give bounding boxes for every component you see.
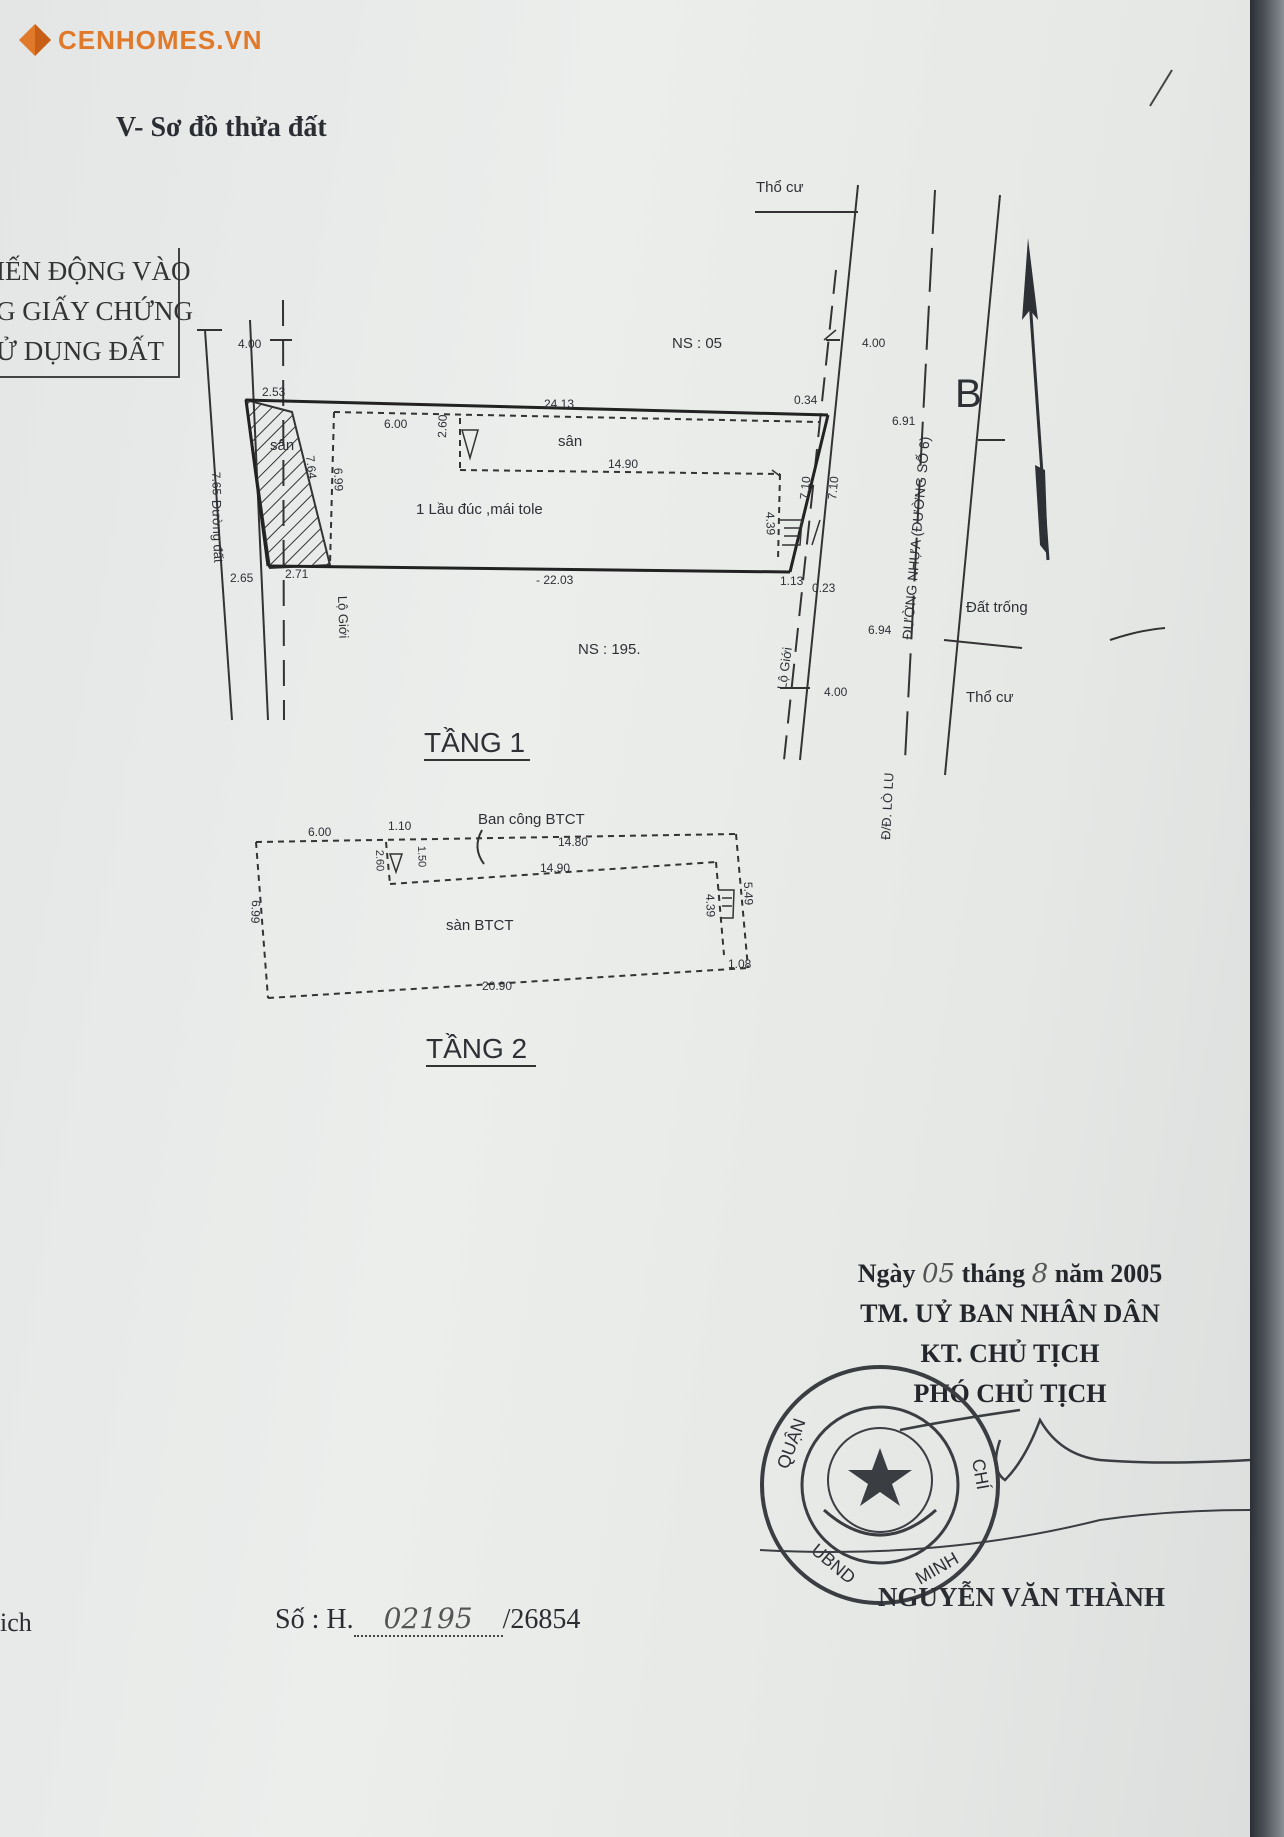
brand-logo-text: CENHOMES.VN bbox=[58, 24, 263, 55]
plot-diagram: B NS : 05 NS : 195. Thổ cư Thổ cư Đất tr… bbox=[197, 69, 1173, 1067]
section-title: V- Sơ đồ thửa đất bbox=[116, 112, 327, 143]
dim-0-23: 0.23 bbox=[812, 581, 836, 595]
floor1-san-top-label: sân bbox=[558, 433, 582, 450]
document-page bbox=[0, 0, 1250, 1837]
floor2-san-label: sàn BTCT bbox=[446, 917, 514, 934]
dim-6-91: 6.91 bbox=[892, 414, 916, 428]
dim-6-94: 6.94 bbox=[868, 623, 892, 637]
dim-4-39: 4.39 bbox=[763, 512, 778, 536]
signature-tail-stroke bbox=[759, 1509, 1250, 1553]
thang-value: 8 bbox=[1031, 1259, 1049, 1289]
notice-line-3: Ử DỤNG ĐẤT bbox=[0, 336, 164, 366]
floor2-outline bbox=[255, 833, 749, 999]
floor1-description: 1 Lầu đúc ,mái tole bbox=[416, 501, 543, 518]
signature-block: Ngày 05 tháng 8 năm 2005 TM. UỶ BAN NHÂN… bbox=[820, 1254, 1200, 1414]
f2-dim-1-10: 1.10 bbox=[388, 819, 412, 833]
lo-gioi-right-label: Lộ Giới bbox=[774, 646, 795, 690]
pen-mark bbox=[1149, 69, 1173, 107]
north-label: B bbox=[955, 372, 982, 416]
duong-dat-label: Đường đất bbox=[209, 500, 226, 564]
floor1-stair-symbols bbox=[461, 429, 803, 546]
notice-box: IẾN ĐỘNG VÀO G GIẤY CHỨNG Ử DỤNG ĐẤT bbox=[0, 248, 193, 378]
official-seal: QUẬN CHÍ MINH UBND bbox=[759, 1365, 1250, 1605]
dim-7-64: 7.64 bbox=[303, 455, 319, 480]
dim-0-34: 0.34 bbox=[794, 393, 818, 407]
tho-cu-top-label: Thổ cư bbox=[756, 179, 804, 196]
dim-4-00-left: 4.00 bbox=[238, 337, 262, 351]
ns-bottom-label: NS : 195. bbox=[578, 641, 641, 658]
ngay-label: Ngày bbox=[857, 1259, 916, 1288]
dim-2-71: 2.71 bbox=[285, 567, 309, 581]
dim-2-53: 2.53 bbox=[262, 385, 286, 399]
tho-cu-bottom-label: Thổ cư bbox=[966, 689, 1014, 706]
lo-gioi-left-label: Lộ Giới bbox=[335, 596, 351, 639]
f2-dim-1-50: 1.50 bbox=[415, 846, 428, 868]
kt-chu-tich-line: KT. CHỦ TỊCH bbox=[920, 1339, 1100, 1368]
handwritten-signature bbox=[899, 1408, 1250, 1482]
f2-dim-2-60: 2.60 bbox=[373, 850, 386, 872]
f2-dim-6-99: 6.99 bbox=[248, 900, 263, 924]
dim-4-00-right-top: 4.00 bbox=[862, 336, 886, 350]
committee-line: TM. UỶ BAN NHÂN DÂN bbox=[860, 1299, 1160, 1328]
dim-24-13: 24.13 bbox=[544, 397, 574, 411]
f2-dim-14-80: 14.80 bbox=[558, 835, 588, 849]
pho-chu-tich-line: PHÓ CHỦ TỊCH bbox=[913, 1379, 1107, 1408]
floor2-balcony-label: Ban công BTCT bbox=[478, 811, 585, 828]
dim-1-13: 1.13 bbox=[780, 574, 804, 588]
dim-2-60: 2.60 bbox=[435, 414, 450, 438]
f2-dim-14-90: 14.90 bbox=[540, 861, 570, 875]
certificate-number: Số : H.02195/26854 bbox=[275, 1602, 581, 1637]
dim-7-10b: 7.10 bbox=[825, 475, 841, 500]
f2-dim-5-49: 5.49 bbox=[741, 882, 756, 906]
f2-dim-1-08: 1.08 bbox=[728, 957, 752, 971]
background-edge bbox=[1250, 0, 1284, 1837]
dim-7-65: 7.65 bbox=[209, 472, 224, 496]
so-number: /26854 bbox=[502, 1604, 581, 1635]
floor1-san-left-label: sân bbox=[270, 437, 294, 454]
dim-4-00-bottom: 4.00 bbox=[824, 685, 848, 699]
seal-text-right: CHÍ bbox=[968, 1457, 993, 1491]
notice-line-2: G GIẤY CHỨNG bbox=[0, 296, 193, 326]
dim-7-10a: 7.10 bbox=[797, 475, 813, 500]
footer-left-fragment: ich bbox=[0, 1608, 32, 1637]
ns-top-label: NS : 05 bbox=[672, 335, 722, 352]
signer-name: NGUYỄN VĂN THÀNH bbox=[878, 1582, 1166, 1612]
floor2-title: TẦNG 2 bbox=[426, 1033, 527, 1064]
f2-dim-4-39: 4.39 bbox=[703, 894, 718, 918]
right-road-lines bbox=[755, 184, 1166, 776]
cenhomes-diamond-icon bbox=[19, 24, 51, 56]
duong-lo-lu-label: Đ/Đ. LÒ LU bbox=[878, 772, 896, 840]
dim-6-00: 6.00 bbox=[384, 417, 408, 431]
dat-trong-label: Đất trống bbox=[966, 599, 1028, 616]
so-label: Số : H. bbox=[275, 1604, 354, 1635]
floor1-house-outline bbox=[329, 411, 821, 566]
floor1-title: TẦNG 1 bbox=[424, 727, 525, 758]
floor2-stair-symbols bbox=[388, 829, 735, 919]
so-handwritten: 02195 bbox=[353, 1602, 503, 1637]
dim-2-65: 2.65 bbox=[230, 571, 254, 585]
f2-dim-6-00: 6.00 bbox=[308, 825, 332, 839]
north-arrow bbox=[1022, 238, 1050, 561]
floor1-parcel-outline bbox=[244, 398, 830, 574]
star-emblem-icon bbox=[848, 1448, 912, 1506]
duong-nhua-label: ĐƯỜNG NHỰA (ĐƯỜNG SỐ 6) bbox=[898, 436, 933, 640]
dimension-ticks bbox=[771, 329, 837, 546]
f2-dim-20-90: 20.90 bbox=[482, 979, 512, 993]
nam-label: năm 2005 bbox=[1054, 1259, 1163, 1288]
brand-logo: CENHOMES.VN bbox=[18, 22, 263, 58]
notice-line-1: IẾN ĐỘNG VÀO bbox=[0, 256, 191, 286]
dim-6-99: 6.99 bbox=[331, 468, 346, 492]
date-line: Ngày 05 tháng 8 năm 2005 bbox=[820, 1254, 1200, 1294]
thang-label: tháng bbox=[961, 1259, 1026, 1288]
dim-22-03: - 22.03 bbox=[536, 573, 574, 587]
dim-14-90: 14.90 bbox=[608, 457, 638, 471]
ngay-value: 05 bbox=[921, 1259, 956, 1289]
